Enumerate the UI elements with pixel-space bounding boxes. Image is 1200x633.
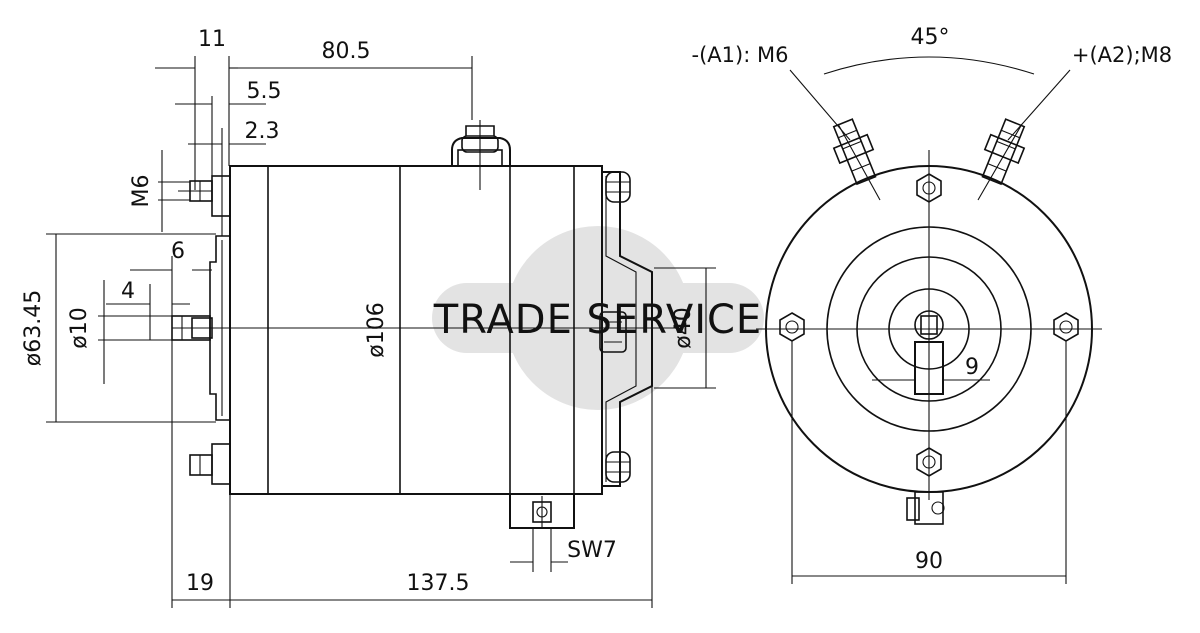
nut-right [1053,312,1079,342]
dim-45-angle: 45° [823,25,1035,75]
dim-137-5: 137.5 [230,386,653,608]
terminal-a1 [832,118,877,186]
dim-m6: M6 [129,150,190,232]
dim-2-3-label: 2.3 [245,119,280,144]
terminal-a2 [981,118,1026,186]
dim-dia40-label: ø40 [671,307,696,348]
watermark-text: TRADE SERVICE [433,297,762,343]
dim-sw7: SW7 [510,528,617,572]
flange-nut-top [605,171,631,203]
watermark: TRADE SERVICE [432,226,764,410]
dim-137-5-label: 137.5 [407,571,470,596]
dim-90: 90 [791,341,1067,584]
nut-top [916,173,942,203]
dim-4: 4 [106,279,190,340]
rear-end-plate [209,175,231,485]
dim-m6-label: M6 [129,175,154,208]
rear-stud-top [178,180,213,202]
flange-nut-bottom [605,451,631,483]
angle-label: 45° [911,25,950,50]
dim-80-5-label: 80.5 [322,39,371,64]
side-view: 11 80.5 5.5 2.3 M6 [21,27,716,608]
dim-dia10-label: ø10 [67,307,92,348]
a2-axis [977,123,1023,201]
dim-dia106: ø106 [364,302,389,357]
dim-9-label: 9 [965,355,979,380]
a2-leader [1007,69,1071,141]
end-shaft: 9 [872,310,990,395]
dim-dia106-label: ø106 [364,302,389,357]
dim-80-5: 80.5 [229,39,473,120]
dim-19-label: 19 [186,571,214,596]
nut-left [779,312,805,342]
dim-4-label: 4 [121,279,135,304]
end-bottom-terminal [906,491,945,525]
bottom-terminal [509,493,575,529]
dim-6: 6 [130,239,212,316]
a1-axis [837,123,881,201]
dim-dia63-45-label: ø63.45 [21,290,46,366]
dim-sw7-label: SW7 [567,538,617,563]
dim-dia40: ø40 [654,267,716,389]
top-terminal [451,120,511,190]
end-view: 9 [692,25,1172,584]
dim-5-5-label: 5.5 [247,79,282,104]
nut-bottom [916,447,942,477]
terminal-a2-label: +(A2);M8 [1072,43,1172,67]
dim-dia10: ø10 [67,280,172,384]
dim-6-label: 6 [171,239,185,264]
dim-5-5: 5.5 [175,79,282,176]
dim-11: 11 [155,27,238,190]
dim-11-label: 11 [198,27,226,52]
dim-dia63-45: ø63.45 [21,233,216,423]
terminal-a1-label: -(A1): M6 [692,43,789,67]
dim-90-label: 90 [915,549,943,574]
motor-body [229,165,603,495]
dim-2-3: 2.3 [188,119,280,236]
dim-19: 19 [171,340,231,608]
rear-stud-bottom [189,454,213,476]
